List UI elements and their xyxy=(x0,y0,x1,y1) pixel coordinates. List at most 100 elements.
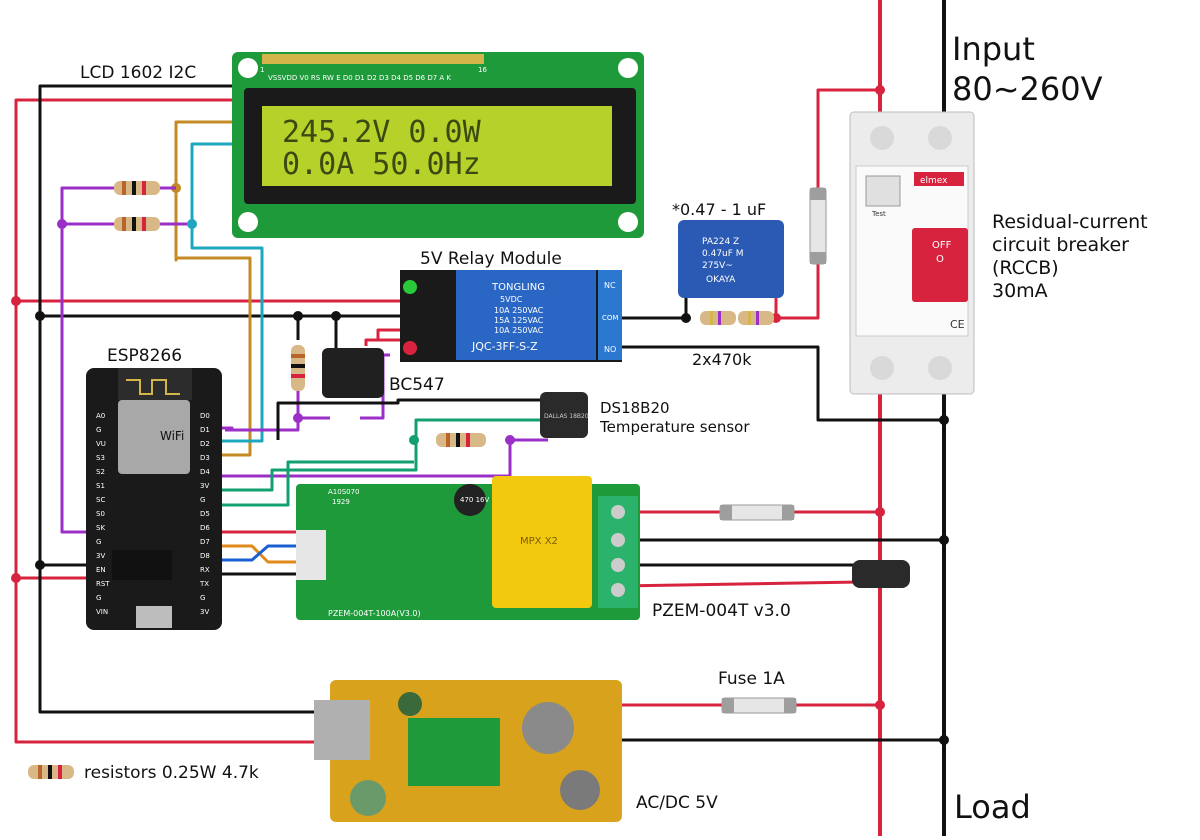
svg-text:0.47uF M: 0.47uF M xyxy=(702,249,744,259)
ds18b20-label-1: DS18B20 xyxy=(600,399,670,417)
scl-wire xyxy=(190,142,264,443)
rccb-fuse xyxy=(809,187,827,265)
svg-text:10A 250VAC: 10A 250VAC xyxy=(494,306,544,315)
lcd-header-pins xyxy=(262,54,484,64)
esp-usb-port xyxy=(136,606,172,628)
red-bus-wire xyxy=(14,98,330,744)
svg-text:MPX X2: MPX X2 xyxy=(520,536,558,547)
esp-left-pin-label: SC xyxy=(96,496,105,504)
resistor-legend-icon xyxy=(28,765,74,779)
esp-right-pin-label: 3V xyxy=(200,482,209,490)
esp-right-pin-label: D0 xyxy=(200,412,210,420)
svg-text:Test: Test xyxy=(871,210,886,218)
ds18b20-label-2: Temperature sensor xyxy=(599,418,750,436)
esp-left-pin-label: G xyxy=(96,594,101,602)
lcd-module: VSSVDD V0 RS RW E D0 D1 D2 D3 D4 D5 D6 D… xyxy=(232,52,644,238)
lcd-label: LCD 1602 I2C xyxy=(80,63,196,83)
esp-right-pin-label: D7 xyxy=(200,538,210,546)
pzem-label: PZEM-004T v3.0 xyxy=(652,601,791,621)
lcd-pin-16: 16 xyxy=(478,66,487,74)
pzem-yellow-cap xyxy=(492,476,592,608)
junction-dots xyxy=(11,85,949,745)
relay-no-wire xyxy=(620,345,944,422)
svg-text:470 16V: 470 16V xyxy=(460,496,489,504)
svg-text:NO: NO xyxy=(604,345,616,354)
svg-text:TONGLING: TONGLING xyxy=(491,282,545,293)
esp-right-pin-label: 3V xyxy=(200,608,209,616)
bc547-transistor xyxy=(322,348,384,398)
esp-left-pin-label: VU xyxy=(96,440,106,448)
uart-wire-blue xyxy=(212,544,296,562)
esp-right-pin-label: G xyxy=(200,594,205,602)
black-gnd-wire xyxy=(38,84,330,714)
acdc-fuse xyxy=(721,697,797,714)
svg-text:1929: 1929 xyxy=(332,498,350,506)
resistor-pair-label: 2x470k xyxy=(692,350,752,369)
resistor-legend-label: resistors 0.25W 4.7k xyxy=(84,763,259,783)
acdc-label: AC/DC 5V xyxy=(636,793,718,813)
svg-text:15A 125VAC: 15A 125VAC xyxy=(494,316,544,325)
esp-left-pin-label: G xyxy=(96,538,101,546)
lcd-pin-labels: VSSVDD V0 RS RW E D0 D1 D2 D3 D4 D5 D6 D… xyxy=(268,74,451,82)
acdc-usb-port xyxy=(314,700,370,760)
relay-label: 5V Relay Module xyxy=(420,249,562,269)
svg-text:JQC-3FF-S-Z: JQC-3FF-S-Z xyxy=(471,340,538,353)
esp-right-pin-label: TX xyxy=(199,580,209,588)
svg-text:A10S070: A10S070 xyxy=(328,488,360,496)
esp-left-pin-label: 3V xyxy=(96,552,105,560)
ds18b20-resistor xyxy=(436,433,486,447)
fuse-label: Fuse 1A xyxy=(718,669,785,689)
capacitor-label: *0.47 - 1 uF xyxy=(672,200,766,219)
esp-right-pin-label: D2 xyxy=(200,440,210,448)
base-resistor xyxy=(291,345,305,391)
svg-text:5VDC: 5VDC xyxy=(500,295,523,304)
esp-label: ESP8266 xyxy=(107,346,182,366)
input-label-2: 80~260V xyxy=(952,70,1103,108)
lcd-line-1: 245.2V 0.0W xyxy=(282,115,482,150)
x2-capacitor: PA224 Z 0.47uF M 275V~ OKAYA xyxy=(678,220,784,298)
rccb-label-4: 30mA xyxy=(992,280,1048,302)
esp-right-pin-label: D1 xyxy=(200,426,210,434)
svg-text:CE: CE xyxy=(950,318,965,331)
pullup-resistor-2 xyxy=(114,217,160,231)
svg-text:PZEM-004T-100A(V3.0): PZEM-004T-100A(V3.0) xyxy=(328,609,421,618)
esp-right-pin-label: D8 xyxy=(200,552,210,560)
rccb-test-button xyxy=(865,175,901,207)
svg-text:10A 250VAC: 10A 250VAC xyxy=(494,326,544,335)
lcd-line-2: 0.0A 50.0Hz xyxy=(282,147,481,182)
svg-text:PA224 Z: PA224 Z xyxy=(702,237,739,247)
esp-right-pin-label: G xyxy=(200,496,205,504)
pzem-module: A10S070 1929 470 16V MPX X2 PZEM-004T-10… xyxy=(296,476,640,620)
input-label-1: Input xyxy=(952,30,1035,68)
rccb-label-3: (RCCB) xyxy=(992,257,1059,279)
relay-block xyxy=(456,270,596,360)
relay-module: TONGLING 5VDC 10A 250VAC 15A 125VAC 10A … xyxy=(400,270,622,362)
svg-text:elmex: elmex xyxy=(920,176,948,186)
esp-right-pin-label: D4 xyxy=(200,468,210,476)
esp-right-pin-label: D6 xyxy=(200,524,210,532)
esp-left-pin-label: S3 xyxy=(96,454,105,462)
esp-left-pin-label: S2 xyxy=(96,468,105,476)
rccb-toggle xyxy=(912,228,968,302)
bc547-label: BC547 xyxy=(389,375,445,395)
esp-left-pin-label: VIN xyxy=(96,608,108,616)
pullup-resistor-1 xyxy=(110,181,176,195)
ds18b20-sensor: DALLAS 18B20 xyxy=(540,392,589,438)
esp-left-pin-label: S0 xyxy=(96,510,105,518)
esp-left-pin-label: S1 xyxy=(96,482,105,490)
svg-text:COM: COM xyxy=(602,314,618,322)
esp-right-pin-label: RX xyxy=(200,566,210,574)
svg-text:O: O xyxy=(936,254,944,265)
rccb-label-1: Residual-current xyxy=(992,211,1148,233)
esp-right-pin-label: D5 xyxy=(200,510,210,518)
esp-left-pin-label: EN xyxy=(96,566,106,574)
esp-left-pin-label: SK xyxy=(96,524,105,532)
rccb-label-2: circuit breaker xyxy=(992,234,1129,256)
svg-text:NC: NC xyxy=(604,281,616,290)
470k-resistors xyxy=(700,311,774,325)
rccb: elmex Test OFF O CE xyxy=(849,111,975,395)
